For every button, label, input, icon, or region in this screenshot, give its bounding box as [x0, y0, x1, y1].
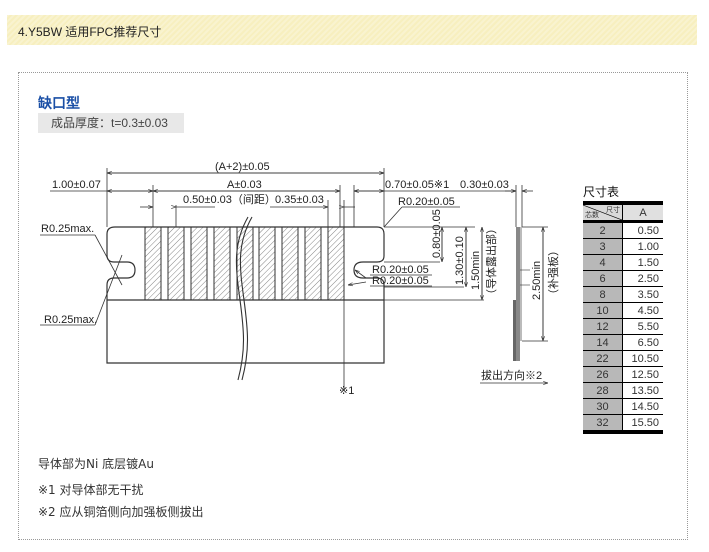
- dim-stiffener-label: （补强板）: [546, 245, 560, 300]
- section-header: 4.Y5BW 适用FPC推荐尺寸: [7, 15, 697, 45]
- content-panel: [18, 72, 688, 540]
- dim-pitch: 0.50±0.03（间距）: [183, 193, 276, 206]
- pin-count-cell: 22: [583, 350, 623, 367]
- dim-left-radius-bottom: R0.25max.: [44, 314, 97, 326]
- note-1: ※1 对导体部无干扰: [38, 483, 144, 497]
- dim-stiffener-length: 2.50min: [531, 261, 543, 300]
- note-2: ※2 应从铜箔侧向加强板侧拔出: [38, 505, 204, 519]
- dim-notch-depth: 0.80±0.05: [431, 209, 443, 258]
- note-marker-1: ※1: [339, 385, 354, 397]
- a-value-cell: 0.50: [622, 221, 663, 239]
- dim-right-margin: 0.70±0.05※1: [385, 179, 449, 191]
- dimension-table-title: 尺寸表: [583, 185, 620, 199]
- dim-left-radius-top: R0.25max.: [41, 223, 94, 235]
- pin-count-cell: 12: [583, 318, 623, 335]
- header-title: 4.Y5BW 适用FPC推荐尺寸: [18, 25, 162, 39]
- a-value-cell: 4.50: [622, 302, 663, 319]
- a-value-cell: 14.50: [622, 398, 663, 415]
- dim-total-width: (A+2)±0.05: [215, 161, 270, 173]
- a-value-cell: 6.50: [622, 334, 663, 351]
- corner-label-pins: 芯数: [585, 212, 599, 219]
- a-value-cell: 3.50: [622, 286, 663, 303]
- dim-exposed-length: 1.50min: [470, 251, 482, 290]
- pin-count-cell: 26: [583, 366, 623, 383]
- section-title: 缺口型: [38, 96, 80, 112]
- pin-count-cell: 3: [583, 238, 623, 255]
- a-value-cell: 12.50: [622, 366, 663, 383]
- a-value-cell: 2.50: [622, 270, 663, 287]
- pin-count-cell: 8: [583, 286, 623, 303]
- a-value-cell: 13.50: [622, 382, 663, 399]
- pin-count-cell: 4: [583, 254, 623, 271]
- table-corner-header: 尺寸 芯数: [583, 203, 623, 222]
- pin-count-cell: 14: [583, 334, 623, 351]
- dim-notch-radius-1: R0.20±0.05: [372, 264, 429, 276]
- dim-stiffener-offset: 0.30±0.03: [460, 179, 509, 191]
- a-value-cell: 1.50: [622, 254, 663, 271]
- dim-notch-radius-2: R0.20±0.05: [372, 275, 429, 287]
- thickness-label: 成品厚度：t=0.3±0.03: [38, 113, 184, 133]
- note-plating: 导体部为Ni 底层镀Au: [38, 457, 154, 471]
- dim-left-margin: 1.00±0.07: [52, 179, 101, 191]
- pin-count-cell: 30: [583, 398, 623, 415]
- break-line: [235, 216, 253, 381]
- a-value-cell: 15.50: [622, 414, 663, 433]
- pin-count-cell: 10: [583, 302, 623, 319]
- dim-pad-width: 0.35±0.03: [275, 194, 324, 206]
- a-value-cell: 1.00: [622, 238, 663, 255]
- column-a-header: A: [622, 203, 663, 222]
- pin-count-cell: 2: [583, 221, 623, 239]
- side-view: [513, 227, 530, 361]
- a-value-cell: 10.50: [622, 350, 663, 367]
- dim-a-width: A±0.03: [227, 179, 262, 191]
- a-value-cell: 5.50: [622, 318, 663, 335]
- conductor-pads: [144, 226, 345, 301]
- pull-direction-label: 拔出方向※2: [481, 368, 542, 382]
- pin-count-cell: 32: [583, 414, 623, 433]
- dim-exposed-label: （导体露出部）: [484, 223, 498, 300]
- dim-notch-height: 1.30±0.10: [454, 236, 466, 285]
- pin-count-cell: 28: [583, 382, 623, 399]
- pin-count-cell: 6: [583, 270, 623, 287]
- corner-label-size: 尺寸: [606, 207, 620, 214]
- dimension-lines: [40, 168, 548, 390]
- dim-corner-radius: R0.20±0.05: [398, 196, 455, 208]
